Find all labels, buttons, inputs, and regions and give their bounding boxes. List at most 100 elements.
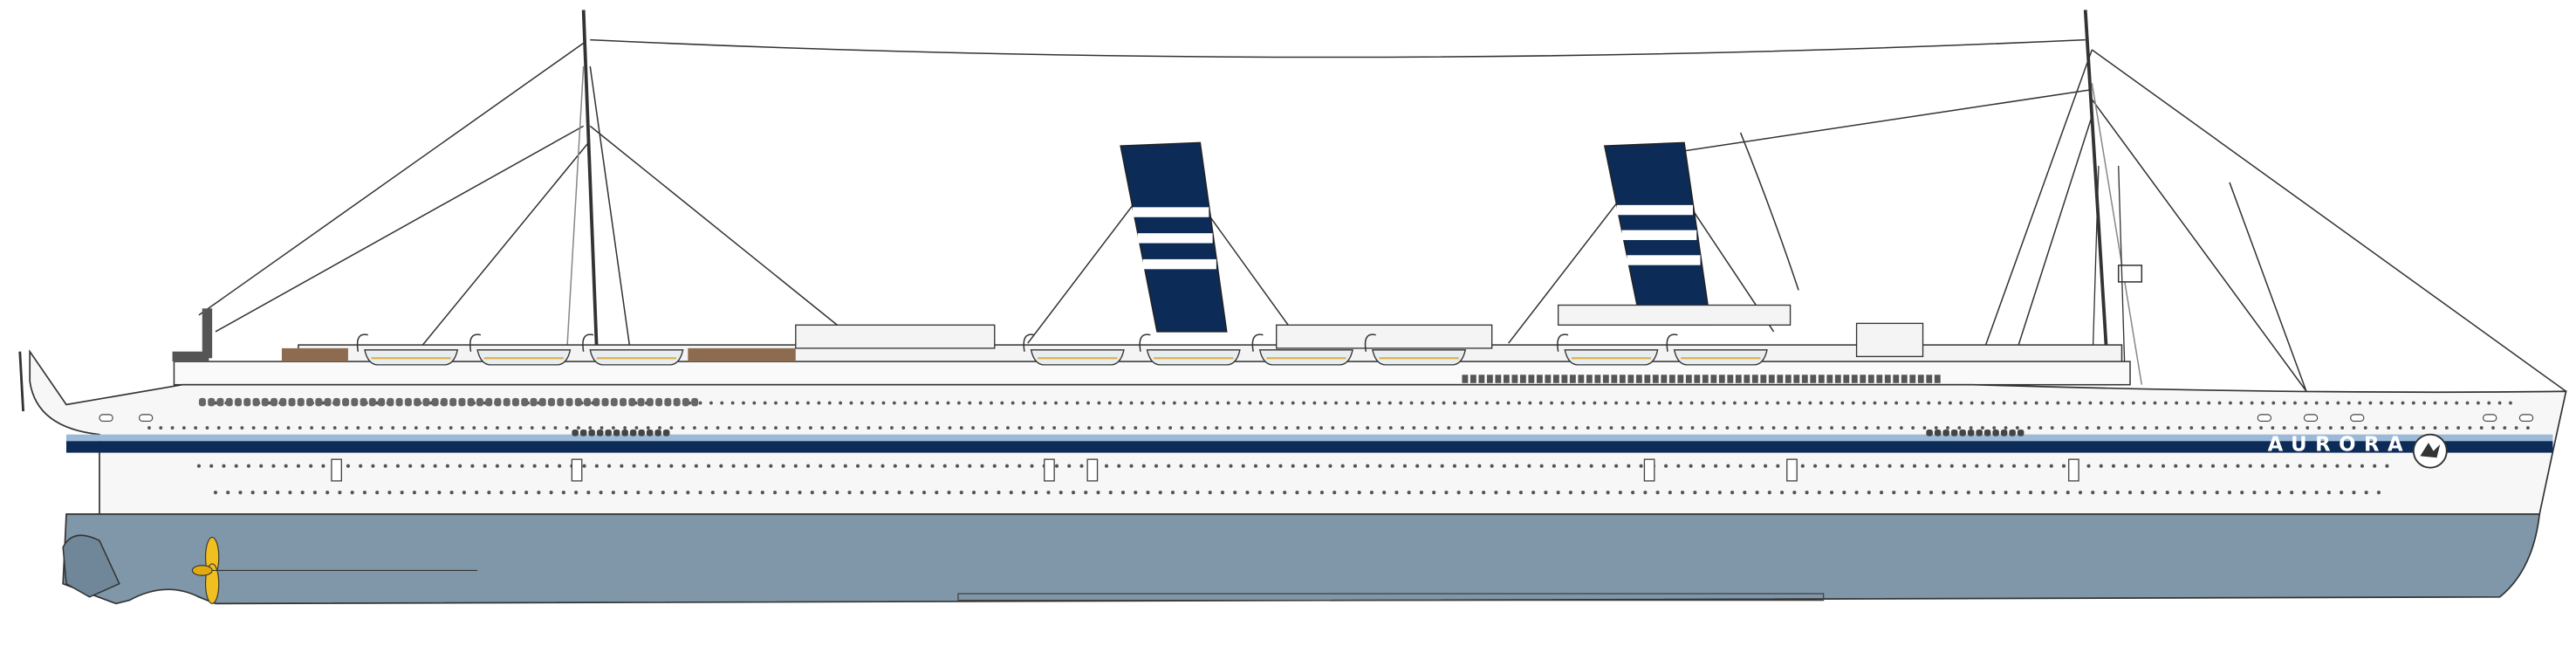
porthole-row2	[2143, 426, 2147, 430]
porthole-upper	[2153, 401, 2157, 405]
porthole-upper	[1905, 401, 1909, 405]
porthole-row3	[657, 464, 661, 468]
porthole-row3	[1639, 464, 1643, 468]
porthole-row2	[1517, 426, 1520, 430]
porthole-row3	[930, 464, 935, 468]
porthole-row4	[1518, 491, 1523, 495]
porthole-row2	[2282, 426, 2286, 430]
porthole-row3	[1763, 464, 1768, 468]
porthole-upper	[1754, 401, 1758, 405]
porthole-upper	[1172, 401, 1176, 405]
porthole-upper	[2099, 401, 2103, 405]
porthole-upper	[1647, 401, 1651, 405]
window-bank	[1942, 429, 1949, 437]
porthole-row3	[209, 464, 214, 468]
porthole-row2	[2259, 426, 2263, 430]
porthole-row2	[1435, 426, 1439, 430]
porthole-upper	[1582, 401, 1586, 405]
window-promenade	[297, 397, 305, 407]
porthole-row2	[2271, 426, 2275, 430]
porthole-row3	[495, 464, 499, 468]
porthole-row2	[2015, 426, 2019, 430]
mast-to-mast-stay	[590, 38, 2086, 58]
porthole-row4	[2227, 491, 2232, 495]
porthole-row3	[2174, 464, 2178, 468]
porthole-row2	[1110, 426, 1114, 430]
window-upper	[1536, 375, 1543, 383]
porthole-upper	[709, 401, 713, 405]
porthole-row3	[445, 464, 449, 468]
porthole-upper	[2401, 401, 2405, 405]
porthole-row3	[594, 464, 599, 468]
porthole-row4	[997, 491, 1001, 495]
porthole-row2	[1331, 426, 1335, 430]
davit	[1251, 333, 1264, 352]
porthole-row3	[2248, 464, 2252, 468]
porthole-row2	[1017, 426, 1022, 430]
davit	[1557, 333, 1569, 352]
window-promenade	[306, 397, 314, 407]
porthole-row4	[2153, 491, 2157, 495]
porthole-row4	[437, 491, 442, 495]
porthole-upper	[1830, 401, 1833, 405]
porthole-row2	[461, 426, 464, 430]
window-promenade	[655, 397, 663, 407]
porthole-row3	[1701, 464, 1705, 468]
rigging	[198, 10, 2567, 409]
porthole-row4	[2264, 491, 2269, 495]
porthole-row4	[2340, 491, 2344, 495]
porthole-row2	[495, 426, 499, 430]
porthole-row4	[2277, 491, 2282, 495]
porthole-upper	[1291, 401, 1295, 405]
hull	[18, 348, 2567, 605]
porthole-row3	[1850, 464, 1854, 468]
porthole-row3	[2198, 464, 2203, 468]
porthole-upper	[2024, 401, 2028, 405]
porthole-row2	[530, 426, 534, 430]
window-promenade	[360, 397, 367, 407]
porthole-row2	[298, 426, 302, 430]
porthole-row2	[2410, 426, 2414, 430]
porthole-upper	[321, 401, 325, 405]
window-upper	[1602, 375, 1609, 383]
porthole-row2	[1818, 426, 1822, 430]
porthole-row2	[2085, 426, 2089, 430]
window-bank	[605, 429, 612, 437]
window-upper	[1718, 375, 1725, 383]
porthole-upper	[1345, 401, 1349, 405]
porthole-row4	[1058, 491, 1063, 495]
porthole-row3	[371, 464, 375, 468]
porthole-row2	[2503, 426, 2507, 430]
porthole-row4	[723, 491, 728, 495]
porthole-row3	[1490, 464, 1494, 468]
porthole-row3	[843, 464, 847, 468]
porthole-upper	[1355, 401, 1360, 405]
porthole-row2	[1342, 426, 1346, 430]
porthole-upper	[1733, 401, 1737, 405]
porthole-upper	[1894, 401, 1899, 405]
porthole-row4	[387, 491, 392, 495]
window-promenade	[387, 397, 394, 407]
window-promenade	[467, 397, 475, 407]
porthole-row2	[820, 426, 825, 430]
porthole-row3	[2360, 464, 2365, 468]
porthole-row3	[1328, 464, 1333, 468]
window-promenade	[332, 397, 340, 407]
porthole-row4	[798, 491, 802, 495]
window-bank	[2017, 429, 2024, 437]
funnel-1	[1120, 141, 1228, 333]
porthole-row4	[1892, 491, 1896, 495]
porthole-upper	[1453, 401, 1456, 405]
porthole-upper	[1657, 401, 1661, 405]
porthole-row3	[2347, 464, 2352, 468]
window-promenade	[574, 397, 582, 407]
porthole-row3	[1241, 464, 1245, 468]
porthole-upper	[1625, 401, 1629, 405]
porthole-upper	[720, 401, 724, 405]
porthole-upper	[1161, 401, 1166, 405]
window-promenade	[637, 397, 645, 407]
porthole-row2	[1401, 426, 1404, 430]
porthole-row4	[1916, 491, 1921, 495]
porthole-row2	[890, 426, 894, 430]
porthole-row2	[1156, 426, 1161, 430]
